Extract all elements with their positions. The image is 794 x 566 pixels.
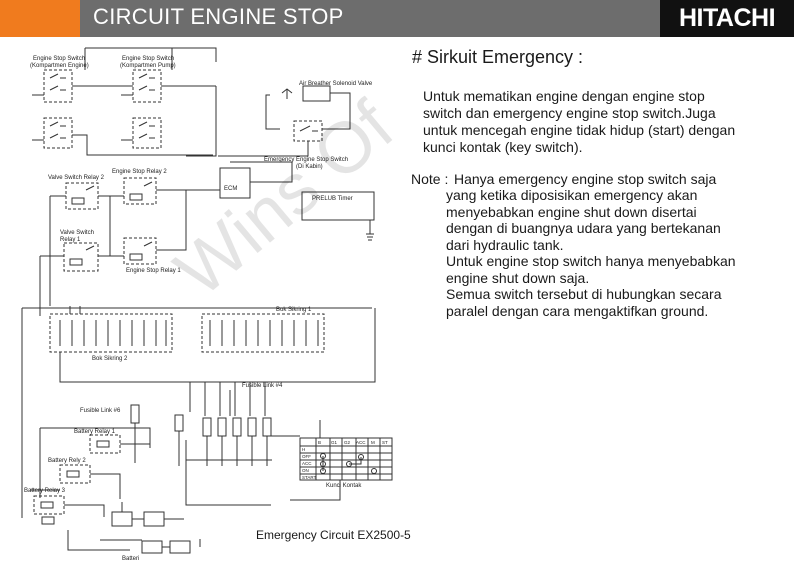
- intro-line: switch dan emergency engine stop switch.…: [423, 105, 716, 121]
- engine-stop-switch-engine-lower: [43, 117, 73, 149]
- engine-stop-relay-2: [123, 177, 157, 205]
- battery-relay-3: [33, 495, 65, 525]
- engine-stop-switch-pump: [132, 69, 162, 103]
- label-battery-relay-1: Battery Relay 1: [74, 429, 116, 435]
- key-row: ACC: [302, 461, 312, 466]
- note-line: dari hydraulic tank.: [446, 237, 564, 253]
- intro-line: kunci kontak (key switch).: [423, 139, 583, 155]
- valve-switch-relay-1: [63, 242, 99, 272]
- note-line: menyebabkan engine shut down disertai: [446, 204, 697, 220]
- header-bar: [80, 0, 660, 37]
- page-title: CIRCUIT ENGINE STOP: [93, 4, 344, 29]
- note-line: Hanya emergency engine stop switch saja: [454, 171, 717, 187]
- key-row: OFF: [302, 454, 311, 459]
- label-valve-relay-1-sub: Relay 1: [60, 237, 81, 243]
- note-line: engine shut down saja.: [446, 270, 590, 286]
- label-valve-relay-1: Valve Switch: [60, 230, 94, 236]
- intro-line: Untuk mematikan engine dengan engine sto…: [423, 88, 705, 104]
- note-label: Note :: [411, 171, 449, 187]
- prelub-timer-box: [301, 191, 375, 221]
- label-relay-1: Engine Stop Relay 1: [126, 268, 181, 274]
- key-col: M: [371, 440, 375, 445]
- label-stop-switch-engine-sub: (Kompartmen Engine): [30, 63, 89, 69]
- section-heading: # Sirkuit Emergency :: [412, 47, 584, 67]
- label-stop-switch-pump-sub: (Kompartmen Pump): [120, 63, 176, 69]
- note-line: paralel dengan cara mengaktifkan ground.: [446, 303, 709, 319]
- key-row: START: [302, 475, 317, 480]
- label-fuse-box-1: Bok Sikring 1: [276, 307, 312, 313]
- key-col: ACC: [356, 440, 366, 445]
- note-line: Semua switch tersebut di hubungkan secar…: [446, 286, 722, 302]
- label-fuse-box-2: Bok Sikring 2: [92, 356, 128, 362]
- key-col: G2: [344, 440, 351, 445]
- engine-stop-relay-1: [123, 237, 157, 265]
- key-col: B: [318, 440, 321, 445]
- label-solenoid: Air Breather Solenoid Valve: [299, 81, 373, 87]
- label-battery-relay-3: Battery Relay 3: [24, 488, 66, 494]
- label-fusible-link-6: Fusible Link #6: [80, 408, 121, 414]
- note-line: yang ketika diposisikan emergency akan: [446, 187, 698, 203]
- intro-line: untuk mencegah engine tidak hidup (start…: [423, 122, 736, 138]
- label-relay-2: Engine Stop Relay 2: [112, 169, 167, 175]
- batteries: [67, 502, 201, 554]
- key-col: ST: [382, 440, 388, 445]
- label-emergency-switch-sub: (Di Kabin): [296, 164, 323, 170]
- label-prelub: PRELUB Timer: [312, 196, 353, 202]
- label-valve-relay-2: Valve Switch Relay 2: [48, 175, 105, 181]
- note-line: Untuk engine stop switch hanya menyebabk…: [446, 253, 736, 269]
- key-row: ON: [302, 468, 309, 473]
- fuse-box-1: [201, 313, 325, 353]
- label-stop-switch-pump: Engine Stop Switch: [122, 56, 174, 62]
- key-switch-table: [299, 437, 393, 481]
- label-battery: Batteri: [122, 556, 139, 562]
- label-ecm: ECM: [224, 186, 237, 192]
- air-breather-solenoid-valve: [265, 85, 351, 130]
- fusible-links: [130, 382, 272, 506]
- key-row: H: [302, 447, 305, 452]
- label-key-switch: Kunci Kontak: [326, 483, 362, 489]
- label-emergency-switch: Emergency Engine Stop Switch: [264, 157, 348, 163]
- emergency-engine-stop-switch: [293, 120, 323, 142]
- note-line: dengan di buangnya udara yang bertekanan: [446, 220, 721, 236]
- key-col: G1: [331, 440, 338, 445]
- diagram-caption: Emergency Circuit EX2500-5: [256, 528, 411, 542]
- label-battery-relay-2: Battery Rely 2: [48, 458, 86, 464]
- engine-stop-switch-pump-lower: [132, 117, 162, 149]
- wiring-diagram: Engine Stop Switch (Kompartmen Engine) E…: [21, 47, 393, 562]
- battery-relay-1: [89, 434, 121, 454]
- valve-switch-relay-2: [65, 182, 99, 210]
- label-fusible-link-4: Fusible Link #4: [242, 383, 283, 389]
- label-stop-switch-engine: Engine Stop Switch: [33, 56, 85, 62]
- fuse-box-2: [49, 313, 173, 353]
- battery-relay-2: [59, 464, 91, 484]
- ecm-box: [219, 167, 251, 199]
- header-accent: [0, 0, 80, 37]
- brand-logo: HITACHI: [660, 0, 794, 37]
- engine-stop-switch-engine: [43, 69, 73, 103]
